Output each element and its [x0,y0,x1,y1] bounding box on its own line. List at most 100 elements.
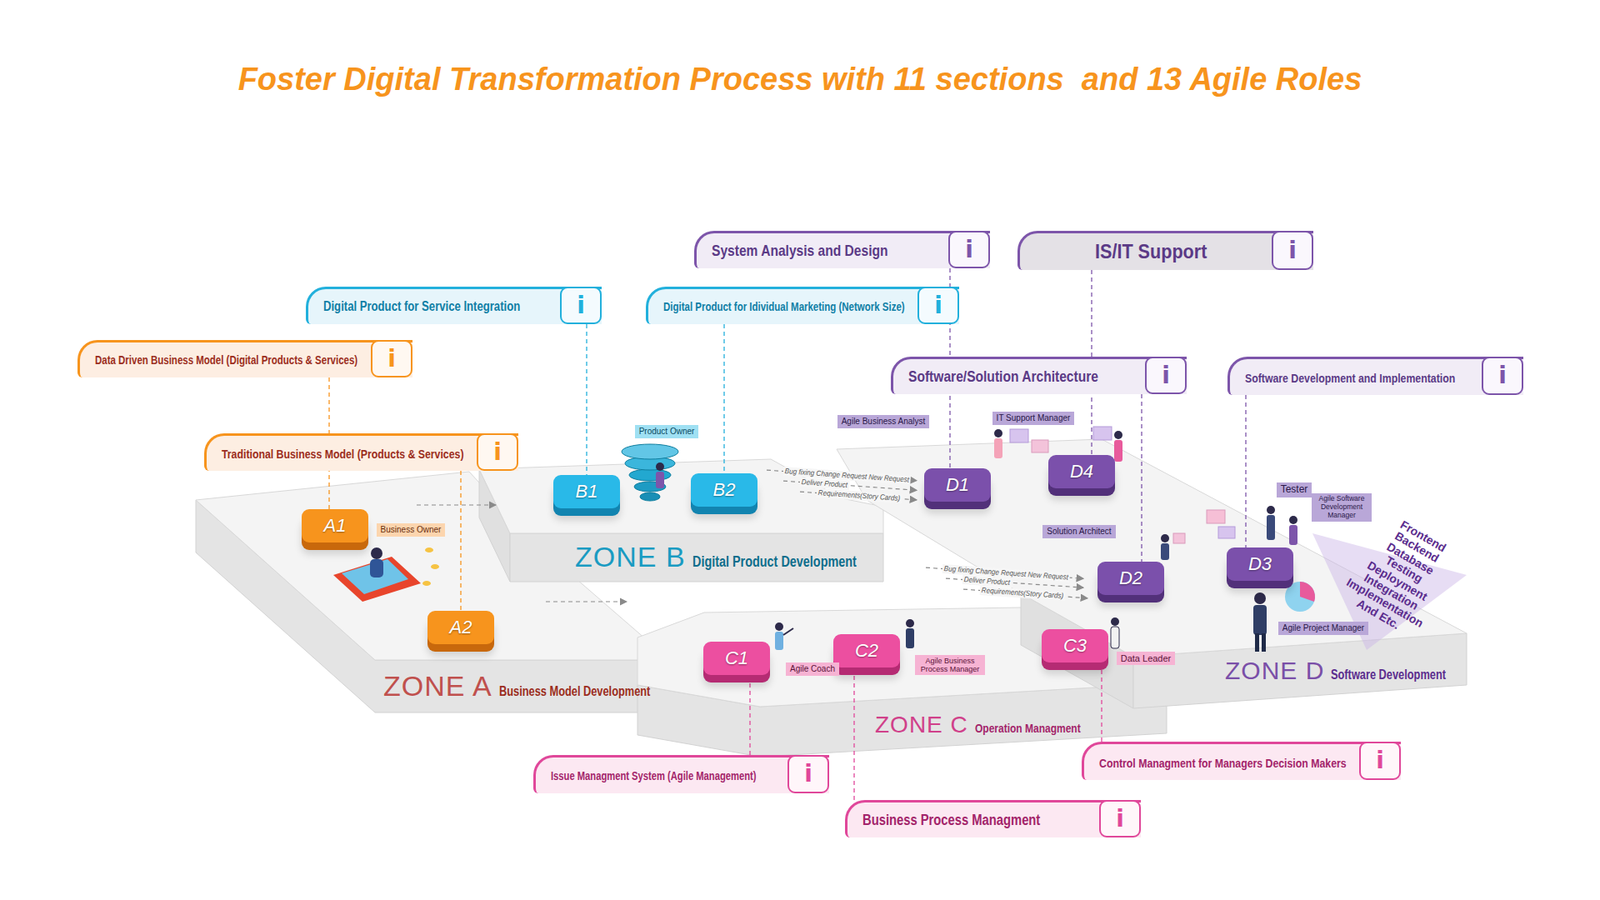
tile-code: C2 [833,634,900,668]
role-name: Agile Software Development Manager [1319,494,1365,520]
callout-text: Control Managment for Managers Decision … [1099,755,1347,770]
info-badge: i [476,433,519,471]
business-owner-figure [341,559,409,595]
business-owner-figure [425,547,434,553]
role-tag: Agile Software Development Manager [1311,493,1372,521]
business-owner-figure [370,547,383,560]
leader-line [749,675,750,755]
callout-text: Issue Managment System (Agile Management… [550,769,756,783]
section-tile: A1 [301,509,369,543]
tile-code: D3 [1226,547,1294,581]
operations-figure [775,631,784,650]
zone-name: ZONE C [875,711,969,739]
role-tag: Agile Business Analyst [837,415,930,429]
leader-line [853,667,855,800]
role-tag: Business Owner [376,523,446,537]
role-name: Agile Project Manager [1282,623,1365,633]
leader-line [460,470,461,611]
team-figure [1261,633,1266,652]
role-name: Product Owner [639,426,695,436]
callout-text: IS/IT Support [1095,240,1207,264]
team-figure [1114,440,1123,462]
tile-code: D4 [1048,455,1115,489]
callout-text: Software Development and Implementation [1245,370,1455,385]
team-figure [1010,429,1029,443]
operations-figure [905,619,915,628]
leader-line [585,324,587,475]
section-callout: Issue Managment System (Agile Management… [533,755,830,794]
team-figure [1289,515,1298,525]
business-owner-figure [422,580,431,586]
info-badge: i [370,340,413,378]
operations-figure [1110,626,1120,649]
team-figure [1031,440,1049,453]
business-owner-figure [333,556,421,602]
role-name: Agile Coach [790,664,835,674]
zone-subtitle: Software Development [1330,667,1446,683]
role-tag: Agile Project Manager [1278,621,1369,635]
callout-text: System Analysis and Design [711,241,889,260]
section-callout: Business Process Managmenti [845,800,1141,838]
info-icon: i [493,440,502,465]
flow-arrow [416,504,496,505]
role-tag: Solution Architect [1042,525,1115,539]
role-tag: Agile Coach [785,662,840,676]
team-figure [1160,543,1170,560]
role-name: Solution Architect [1046,526,1111,536]
info-icon: i [576,294,585,318]
info-icon: i [1288,239,1297,263]
leader-line [723,324,725,474]
operations-figure [1110,617,1120,626]
team-figure [1160,534,1170,543]
team-figure [1253,605,1267,635]
section-tile: D4 [1048,455,1115,489]
section-tile: C2 [833,634,900,668]
callout-text: Digital Product for Idividual Marketing … [663,300,905,314]
zone-caption: ZONE ABusiness Model Development [383,670,688,703]
operations-figure [783,628,794,635]
tile-code: D2 [1097,561,1165,595]
callout-text: Digital Product for Service Integration [323,299,520,315]
team-figure [1289,525,1298,545]
info-icon: i [387,347,396,371]
info-icon: i [1375,749,1385,773]
team-figure [1255,633,1260,652]
zone-subtitle: Business Model Development [499,684,650,700]
role-name: Agile Business Process Manager [920,656,980,674]
role-tag: Product Owner [635,425,700,439]
team-figure [1266,515,1275,540]
zone-name: ZONE D [1225,656,1325,685]
section-tile: D2 [1097,561,1165,595]
tile-code: C3 [1041,629,1109,663]
info-icon: i [965,238,974,262]
role-tag: Agile Business Process Manager [915,655,985,676]
info-badge: i [948,230,990,269]
team-figure [1285,581,1315,612]
section-tile: B1 [553,475,620,509]
section-callout: IS/IT Support i [1017,230,1314,270]
tile-code: C1 [703,641,770,675]
business-owner-figure [370,559,384,578]
team-figure [1114,430,1123,440]
info-icon: i [934,294,943,318]
flow-arrow [545,600,627,602]
info-badge: i [1359,741,1401,780]
team-figure [1266,505,1275,515]
funnel-figure [621,444,679,460]
zone-platform-d [836,439,1467,657]
role-name: Tester [1280,483,1309,495]
callout-text: Data Driven Business Model (Digital Prod… [95,353,358,367]
team-figure [994,438,1003,459]
leader-line [1100,662,1102,742]
zone-platform-b [510,533,884,582]
zone-caption: ZONE BDigital Product Development [575,540,898,574]
zone-name: ZONE B [575,540,686,574]
business-owner-figure [430,564,440,570]
section-tile: D3 [1226,547,1294,581]
zone-platform: ZONE BDigital Product DevelopmentB1B2Pro… [479,420,888,588]
funnel-figure [655,471,665,489]
team-figure [1254,592,1266,605]
section-callout: Traditional Business Model (Products & S… [204,433,519,471]
funnel-figure [640,492,660,501]
